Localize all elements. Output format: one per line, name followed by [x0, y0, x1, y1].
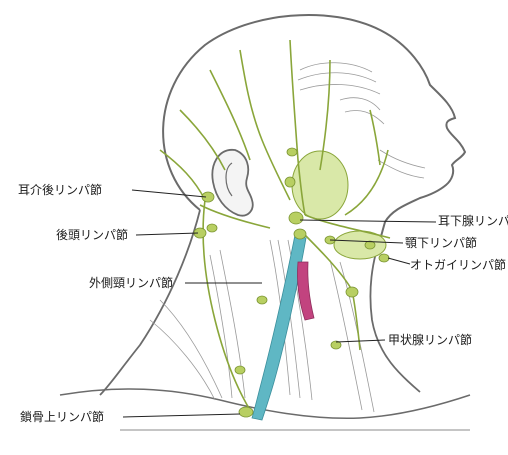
label-thyroid: 甲状腺リンパ節	[388, 333, 472, 347]
label-external-lateral: 外側頸リンパ節	[89, 276, 173, 290]
leader-lines	[123, 190, 436, 417]
ear	[212, 150, 252, 216]
leader-posterior-auricular	[132, 190, 206, 197]
label-submandibular: 顎下リンパ節	[405, 236, 477, 250]
leader-supraclavicular	[123, 414, 240, 417]
leader-occipital	[136, 233, 198, 235]
label-submental: オトガイリンパ節	[410, 258, 506, 272]
label-infraauricular: 耳下腺リンパ節	[438, 214, 508, 228]
label-occipital: 後頭リンパ節	[56, 228, 128, 242]
leader-submental	[388, 258, 410, 264]
label-posterior-auricular: 耳介後リンパ節	[18, 183, 102, 197]
label-supraclavicular: 鎖骨上リンパ節	[20, 410, 104, 424]
carotid-artery	[297, 262, 314, 320]
